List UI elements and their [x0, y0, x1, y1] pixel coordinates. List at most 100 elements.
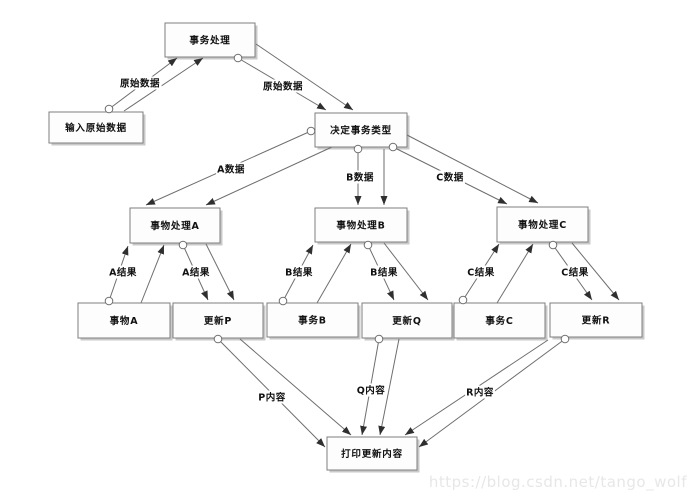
edge-decide-transaction-type-to-process-c [406, 134, 539, 204]
edge-label-text: 原始数据 [263, 80, 303, 92]
edge-label-bg [345, 170, 375, 184]
edge-label-text: P内容 [258, 391, 285, 403]
edge-process-a-to-update-p [205, 243, 235, 301]
flow-origin-circle [388, 142, 398, 152]
edge-transaction-c-to-process-c [496, 243, 534, 304]
edge-label: A结果 [181, 265, 211, 279]
node-label: 事物处理C [518, 219, 567, 231]
node-box [48, 111, 144, 144]
edge-label-bg [181, 265, 211, 279]
edge-thing-a-to-process-a [140, 244, 165, 304]
node-process-c: 事物处理C [496, 206, 589, 243]
node-box [326, 436, 418, 471]
flow-origin-circle [548, 240, 558, 250]
node-print-updates: 打印更新内容 [326, 436, 418, 471]
node-transaction-processing: 事务处理 [164, 22, 256, 58]
node-box [549, 302, 643, 338]
flow-origin-circle [213, 334, 223, 344]
edge-update-q-to-print-updates [378, 338, 400, 436]
node-label: 事物处理A [150, 220, 199, 232]
edge-label: 原始数据 [118, 76, 162, 90]
edge-label-bg [466, 265, 496, 279]
node-update-r: 更新R [549, 302, 643, 338]
edge-label-text: R内容 [466, 386, 494, 398]
node-label: 事务处理 [189, 35, 230, 47]
node-label: 事务C [485, 315, 513, 327]
edge-label: 原始数据 [261, 79, 305, 93]
edge-label-bg [261, 79, 305, 93]
node-box [77, 302, 171, 339]
node-label: 更新R [582, 315, 611, 327]
flow-origin-circle [458, 295, 468, 305]
node-transaction-c: 事务C [453, 302, 546, 339]
edge-decide-transaction-type-to-process-a [205, 146, 333, 206]
edge-label-text: Q内容 [357, 384, 386, 396]
watermark: https://blog.csdn.net/tango_wolf [428, 473, 687, 491]
edge-label-bg [257, 390, 287, 404]
edge-label: R内容 [465, 385, 495, 399]
edge-label: C数据 [435, 170, 465, 184]
node-box [361, 302, 453, 339]
flow-origin-circle [560, 334, 570, 344]
node-box [453, 302, 546, 339]
edge-transaction-processing-to-decide-transaction-type [255, 43, 354, 111]
flow-origin-circle [104, 296, 114, 306]
edge-label: B结果 [284, 265, 314, 279]
edge-update-p-to-print-updates [239, 338, 352, 436]
node-label: 打印更新内容 [341, 448, 403, 460]
edge-label: C结果 [560, 265, 590, 279]
edge-label-text: B数据 [346, 171, 374, 183]
node-decide-transaction-type: 决定事务类型 [314, 112, 408, 148]
edge-label-bg [465, 385, 495, 399]
flow-origin-circle [278, 296, 288, 306]
node-label: 决定事务类型 [330, 125, 392, 137]
node-thing-a: 事物A [77, 302, 171, 339]
edge-process-c-to-update-r [571, 242, 620, 301]
node-label: 事物A [110, 315, 139, 327]
edge-label: P内容 [257, 390, 287, 404]
flow-origin-layer [104, 53, 570, 344]
edge-label-bg [118, 76, 162, 90]
edge-label-bg [284, 265, 314, 279]
edge-process-b-to-update-q [383, 242, 429, 301]
node-box [496, 206, 589, 243]
edge-label-text: B结果 [370, 266, 398, 278]
flow-origin-circle [233, 53, 243, 63]
edge-label-text: C结果 [561, 266, 588, 278]
edge-label-bg [369, 265, 399, 279]
node-label: 更新P [204, 315, 232, 327]
edge-label: C结果 [466, 265, 496, 279]
node-label: 输入原始数据 [65, 122, 127, 134]
edge-label-bg [216, 162, 246, 176]
node-label: 更新Q [392, 315, 421, 327]
edge-label-bg [435, 170, 465, 184]
node-update-p: 更新P [172, 302, 264, 339]
node-process-b: 事物处理B [314, 207, 408, 243]
edge-transaction-b-to-process-b [316, 243, 352, 304]
edge-label-text: A结果 [109, 266, 137, 278]
edge-label: B结果 [369, 265, 399, 279]
edge-label-bg [356, 383, 386, 397]
flow-origin-circle [353, 144, 363, 154]
edge-label-text: A数据 [217, 163, 245, 175]
flow-origin-circle [374, 334, 384, 344]
edge-label-text: B结果 [285, 266, 313, 278]
node-box [314, 112, 408, 148]
node-process-a: 事物处理A [129, 207, 221, 244]
node-box [172, 302, 264, 339]
flow-origin-circle [104, 104, 114, 114]
edge-label-text: A结果 [182, 266, 210, 278]
edge-label: B数据 [345, 170, 375, 184]
node-update-q: 更新Q [361, 302, 453, 339]
edge-label-text: 原始数据 [120, 77, 160, 89]
edge-label: A结果 [108, 265, 138, 279]
flow-origin-circle [178, 240, 188, 250]
node-box [164, 22, 256, 58]
flow-origin-circle [306, 126, 316, 136]
node-input-raw-data: 输入原始数据 [48, 111, 144, 144]
flow-origin-circle [363, 240, 373, 250]
edge-label: A数据 [216, 162, 246, 176]
